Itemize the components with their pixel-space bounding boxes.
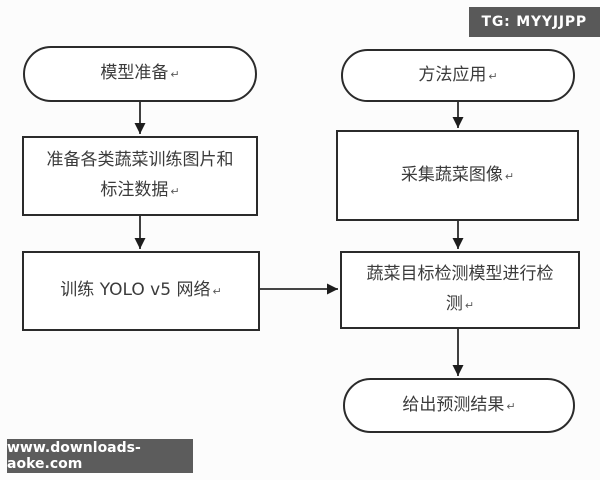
return-mark-icon: ↵ [504, 169, 515, 183]
return-mark-icon: ↵ [170, 68, 180, 81]
return-mark-icon: ↵ [170, 185, 180, 198]
node-label: 采集蔬菜图像↵ [400, 164, 515, 185]
node-output: 给出预测结果↵ [343, 378, 575, 433]
website-watermark-banner: www.downloads-aoke.com [7, 439, 193, 473]
node-label: 方法应用↵ [418, 64, 498, 85]
node-prepare-data: 准备各类蔬菜训练图片和 标注数据↵ [22, 136, 258, 216]
return-mark-icon: ↵ [488, 69, 498, 83]
node-label: 测↵ [445, 294, 475, 314]
node-label: 给出预测结果↵ [402, 394, 516, 415]
node-label: 训练 YOLO v5 网络↵ [60, 280, 222, 300]
node-detect: 蔬菜目标检测模型进行检 测↵ [340, 251, 580, 329]
telegram-watermark-badge: TG: MYYJJPP [468, 7, 600, 37]
node-label: 准备各类蔬菜训练图片和 [46, 150, 234, 170]
return-mark-icon: ↵ [212, 285, 222, 298]
return-mark-icon: ↵ [506, 399, 516, 413]
return-mark-icon: ↵ [464, 299, 475, 312]
node-method-apply: 方法应用↵ [341, 49, 575, 102]
node-label: 模型准备↵ [100, 63, 180, 83]
node-collect-images: 采集蔬菜图像↵ [336, 130, 579, 221]
node-label: 标注数据↵ [100, 180, 180, 200]
node-label: 蔬菜目标检测模型进行检 [366, 264, 554, 284]
node-model-prep: 模型准备↵ [23, 46, 257, 102]
node-train-yolo: 训练 YOLO v5 网络↵ [22, 251, 260, 331]
